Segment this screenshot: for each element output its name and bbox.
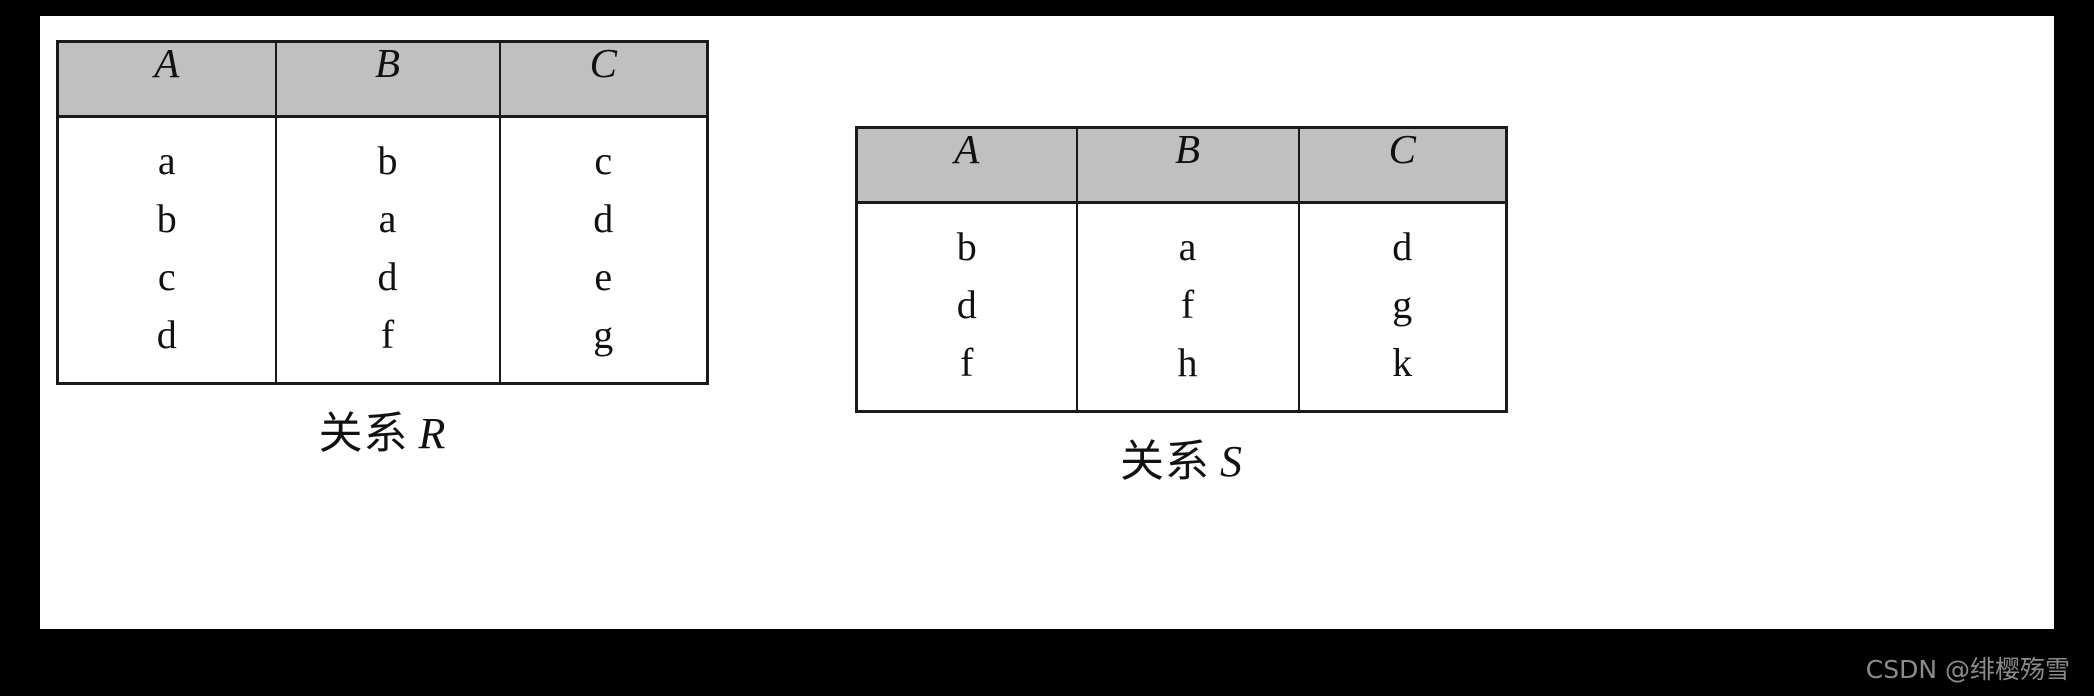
column-header-a: A — [56, 40, 277, 118]
cell-value: h — [1177, 340, 1198, 385]
table-body-row: b d f a f h d — [855, 201, 1508, 413]
caption-text: 关系 — [1120, 436, 1210, 487]
cell-value: a — [378, 196, 397, 241]
cell-value: f — [380, 312, 395, 357]
cell-value: f — [1180, 282, 1195, 327]
table-body-row: a b c d b a d f — [56, 115, 709, 385]
csdn-watermark: CSDN @绯樱殇雪 — [1865, 655, 2070, 684]
value-stack-b: a f h — [1078, 218, 1298, 392]
cell-value: d — [1392, 224, 1413, 269]
cell-value: b — [156, 196, 177, 241]
relation-table-s: A B C b d f a — [855, 126, 1508, 413]
cell-value: k — [1392, 340, 1413, 385]
table-header-row: A B C — [855, 126, 1508, 204]
cell-value: g — [1392, 282, 1413, 327]
cell-value: b — [377, 138, 398, 183]
table-header-row: A B C — [56, 40, 709, 118]
value-stack-b: b a d f — [277, 132, 499, 364]
figure-relation-s: A B C b d f a — [855, 126, 1508, 489]
content-panel: A B C a b c d — [40, 16, 2054, 629]
column-header-b: B — [1075, 126, 1300, 204]
column-cell-b: b a d f — [274, 115, 501, 385]
cell-value: f — [960, 340, 974, 385]
relation-table-r: A B C a b c d — [56, 40, 709, 385]
value-stack-a: b d f — [858, 218, 1076, 392]
cell-value: e — [594, 254, 613, 299]
column-header-a: A — [855, 126, 1078, 204]
cell-value: g — [593, 312, 614, 357]
cell-value: a — [1178, 224, 1197, 269]
column-cell-a: a b c d — [56, 115, 277, 385]
value-stack-c: d g k — [1300, 218, 1506, 392]
value-stack-a: a b c d — [59, 132, 275, 364]
column-header-c: C — [1297, 126, 1508, 204]
cell-value: c — [157, 254, 176, 299]
cell-value: d — [377, 254, 398, 299]
column-cell-b: a f h — [1075, 201, 1300, 413]
cell-value: b — [956, 224, 977, 269]
column-header-b: B — [274, 40, 501, 118]
column-cell-c: c d e g — [498, 115, 709, 385]
column-header-c: C — [498, 40, 709, 118]
cell-value: d — [956, 282, 977, 327]
caption-text: 关系 — [318, 408, 409, 459]
caption-symbol: R — [418, 409, 447, 458]
cell-value: d — [156, 312, 177, 357]
column-cell-a: b d f — [855, 201, 1078, 413]
cell-value: a — [157, 138, 176, 183]
cell-value: d — [593, 196, 614, 241]
value-stack-c: c d e g — [501, 132, 707, 364]
figure-relation-r: A B C a b c d — [56, 40, 709, 461]
caption-symbol: S — [1220, 437, 1243, 486]
cell-value: c — [594, 138, 613, 183]
column-cell-c: d g k — [1297, 201, 1508, 413]
